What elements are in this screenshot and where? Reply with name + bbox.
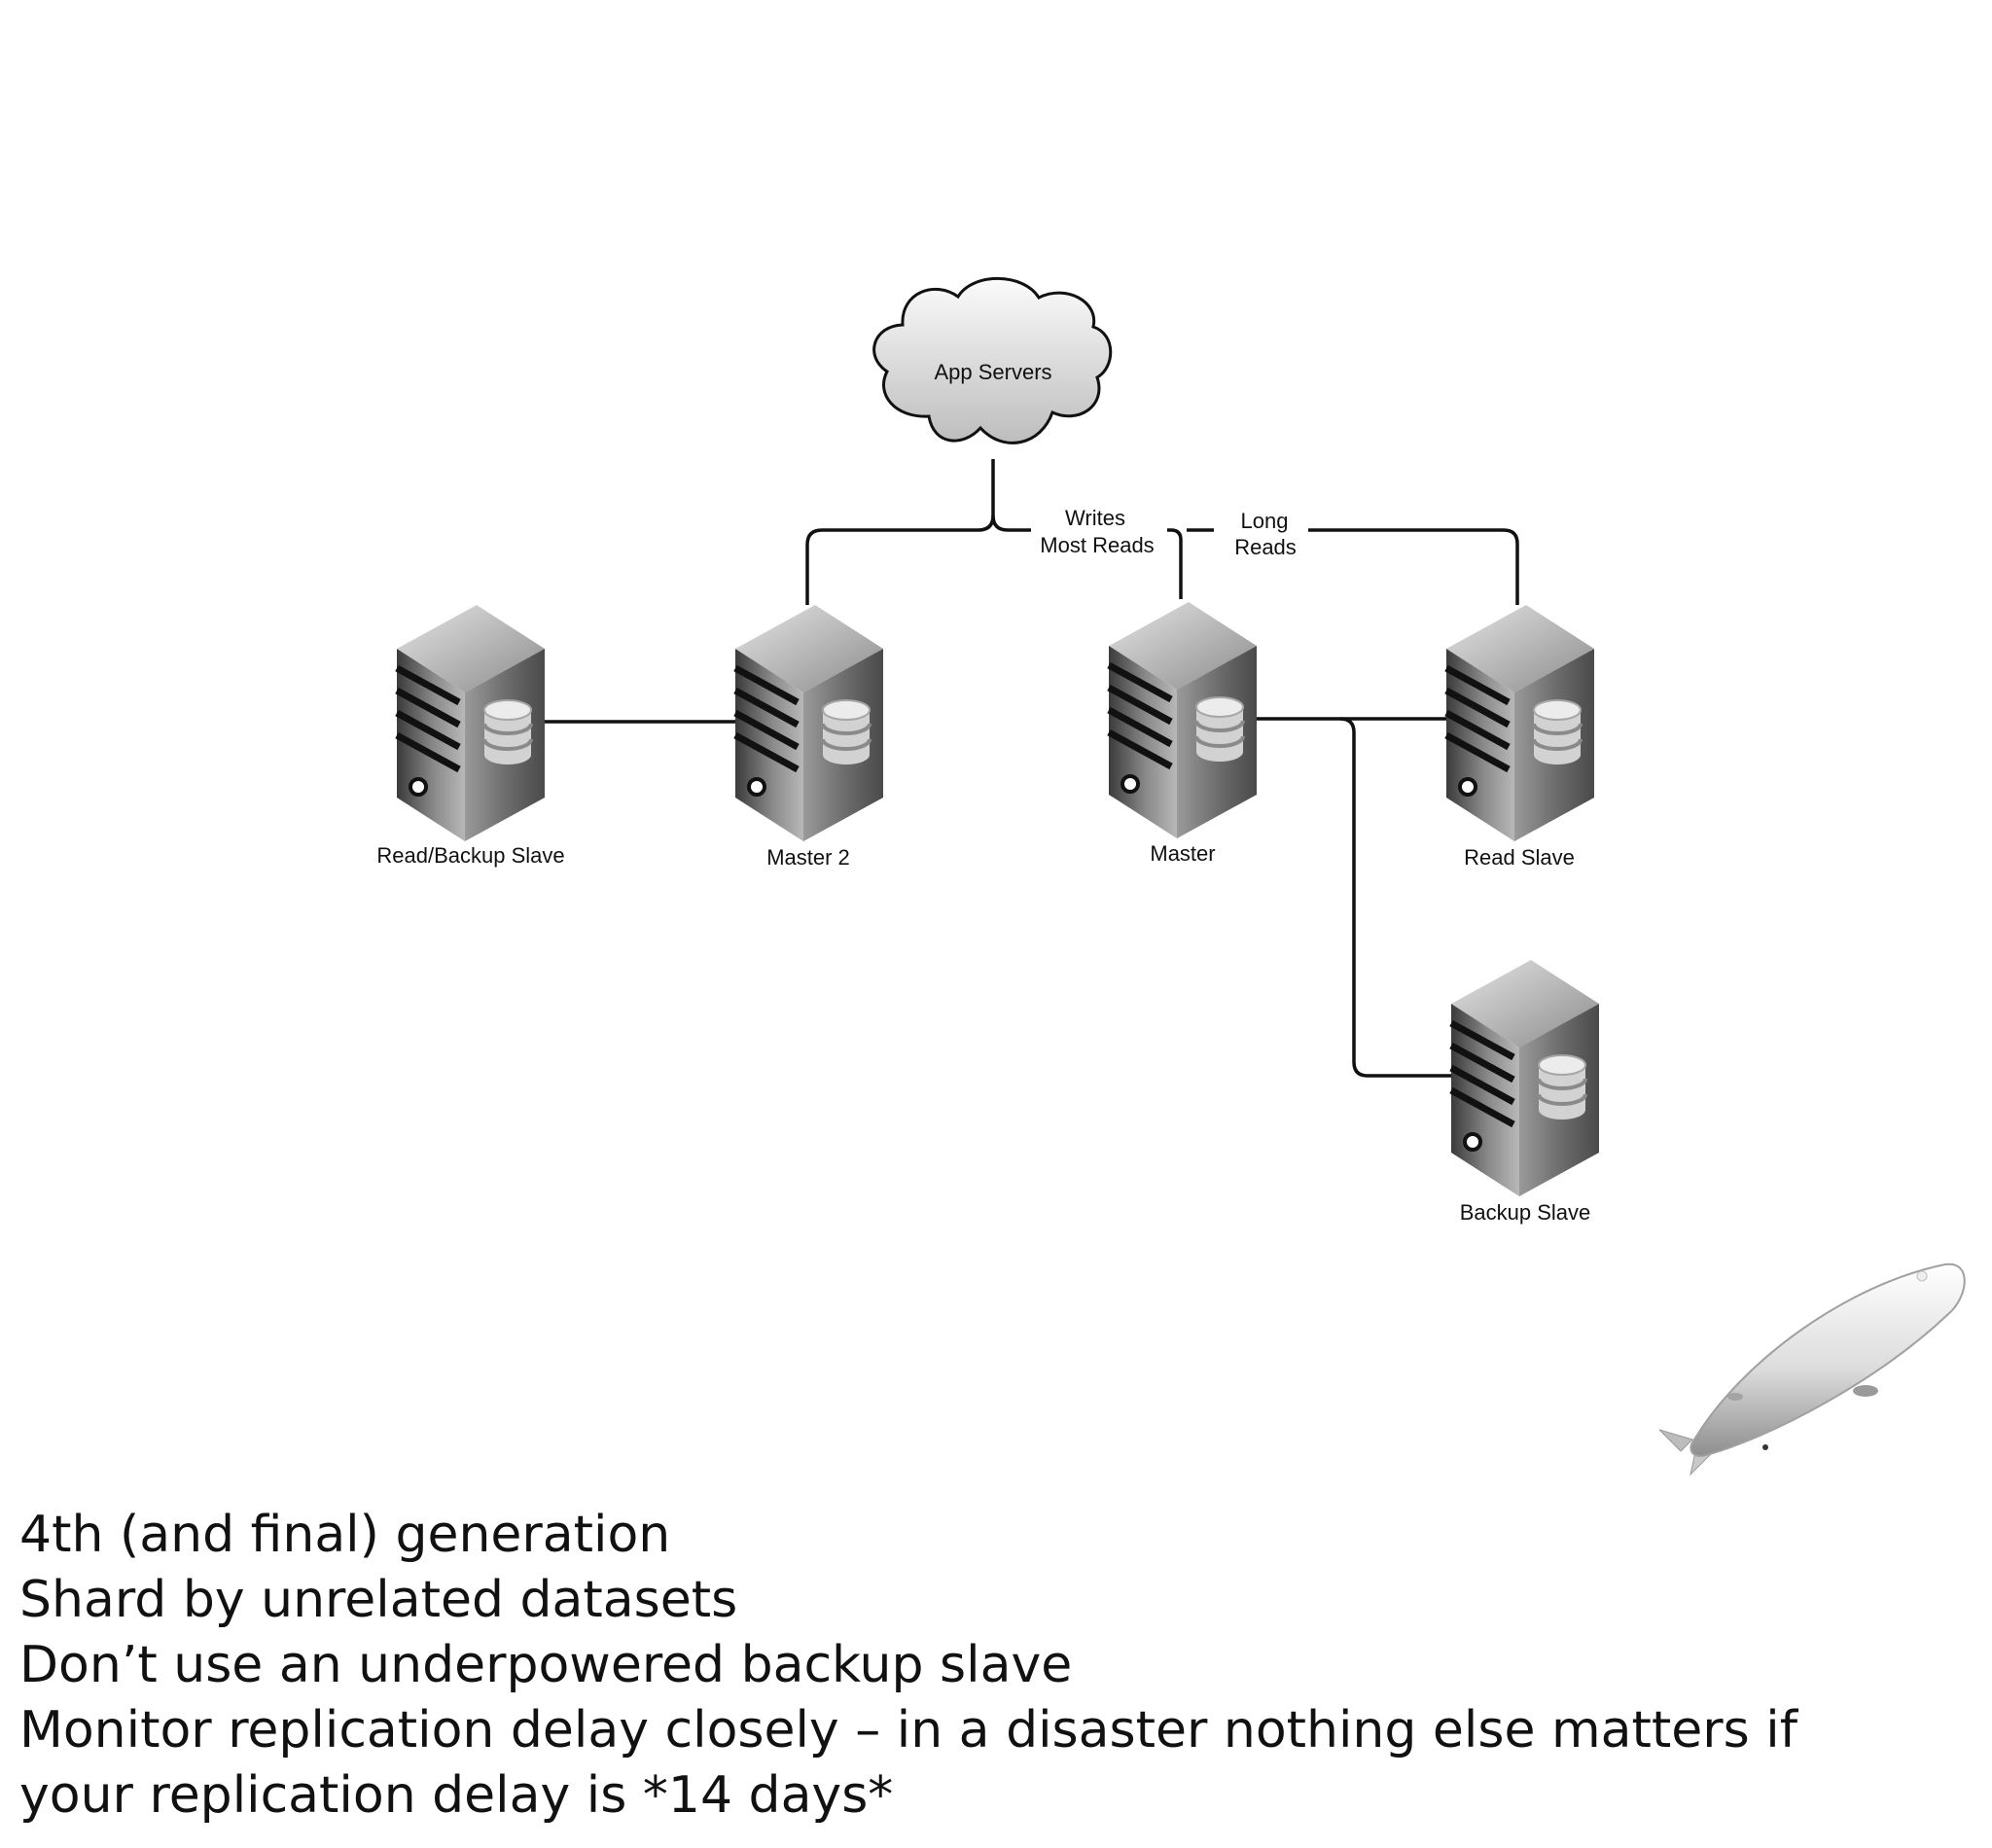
- slide-line-replication-delay: your replication delay is *14 days*: [19, 1766, 894, 1825]
- slide-line-shard: Shard by unrelated datasets: [19, 1571, 738, 1629]
- app-servers-connector: [991, 459, 1031, 532]
- replication-diagram: App Servers Writes Most Reads Long Reads…: [376, 276, 1966, 1476]
- server-read-slave: Read Slave: [1446, 605, 1594, 870]
- edge-label-most-reads: Most Reads: [1040, 533, 1154, 557]
- server-label-read-backup-slave: Read/Backup Slave: [376, 843, 564, 868]
- link-master-to-backup-slave: [1339, 717, 1453, 1078]
- slide-line-monitor: Monitor replication delay closely – in a…: [19, 1701, 1798, 1759]
- slide-bullets: 4th (and final) generation Shard by unre…: [19, 1503, 1974, 1829]
- app-servers-cloud: App Servers: [872, 276, 1113, 444]
- server-label-backup-slave: Backup Slave: [1460, 1200, 1591, 1225]
- database-server-icon: [735, 605, 883, 841]
- server-read-backup-slave: Read/Backup Slave: [376, 605, 565, 868]
- database-server-icon: [397, 605, 545, 841]
- airship-icon: [1658, 1262, 1966, 1476]
- edge-label-writes: Writes: [1065, 506, 1125, 530]
- database-server-icon: [1109, 602, 1257, 838]
- connection-lines: [545, 459, 1519, 1078]
- slide-line-generation: 4th (and final) generation: [19, 1506, 671, 1564]
- server-label-master-2: Master 2: [766, 845, 850, 870]
- cloud-label: App Servers: [934, 360, 1051, 384]
- link-app-to-master2: [805, 515, 995, 605]
- cloud-icon: [872, 276, 1113, 444]
- link-app-to-read-slave: [1187, 528, 1519, 605]
- edge-label-reads: Reads: [1234, 535, 1297, 559]
- link-app-to-master: [1033, 528, 1183, 599]
- edge-label-long: Long: [1241, 509, 1289, 533]
- database-server-icon: [1451, 960, 1599, 1196]
- database-server-icon: [1446, 605, 1594, 841]
- server-label-master: Master: [1150, 841, 1215, 866]
- server-master: Master: [1109, 602, 1257, 866]
- server-backup-slave: Backup Slave: [1451, 960, 1599, 1225]
- server-master-2: Master 2: [735, 605, 883, 870]
- server-label-read-slave: Read Slave: [1464, 845, 1575, 870]
- slide-line-backup-slave: Don’t use an underpowered backup slave: [19, 1636, 1073, 1694]
